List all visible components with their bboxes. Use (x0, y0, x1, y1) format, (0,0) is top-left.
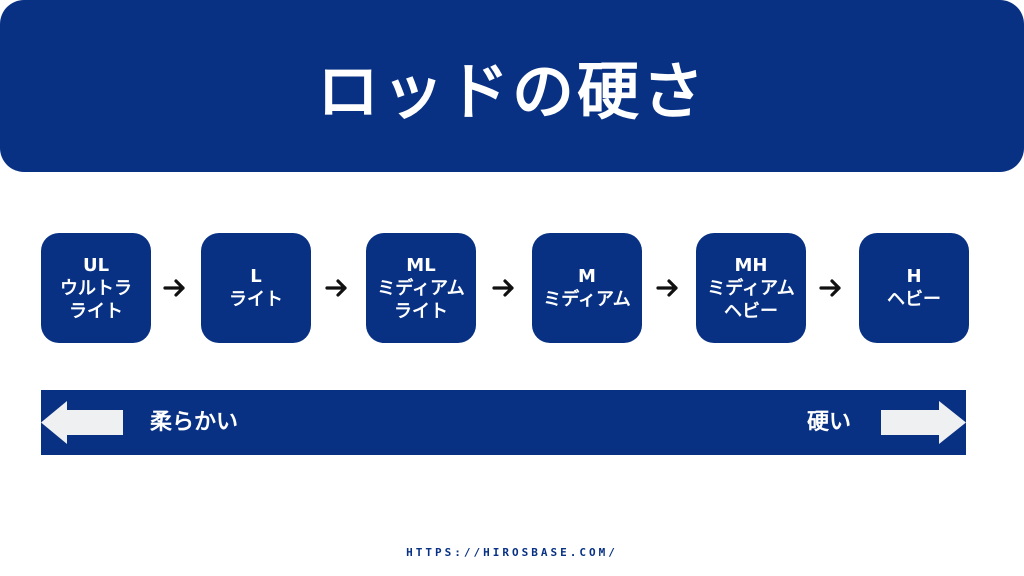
box-label: ミディアム (707, 277, 795, 299)
box-label: ライト (69, 300, 123, 322)
hardness-box-l: L ライト (201, 233, 311, 343)
footer-url[interactable]: HTTPS://HIROSBASE.COM/ (406, 546, 618, 559)
hardness-box-m: M ミディアム (532, 233, 642, 343)
arrow-right-icon (819, 279, 841, 297)
page-title: ロッドの硬さ (316, 55, 707, 128)
box-code: H (906, 266, 922, 287)
hardness-box-mh: MH ミディアム ヘビー (696, 233, 806, 343)
box-code: M (578, 266, 596, 287)
hardness-scale-bar: 柔らかい 硬い (41, 390, 966, 455)
arrow-left-icon (41, 401, 123, 444)
soft-label: 柔らかい (150, 410, 239, 435)
box-label: ライト (229, 289, 283, 310)
title-banner: ロッドの硬さ (0, 0, 1024, 172)
hardness-flow: UL ウルトラ ライト L ライト ML ミディアム ライト M ミディアム M… (0, 233, 1024, 343)
box-label: ミディアム (543, 289, 631, 310)
hard-label: 硬い (807, 410, 852, 435)
box-label: ヘビー (887, 289, 941, 310)
hardness-box-ul: UL ウルトラ ライト (41, 233, 151, 343)
box-label: ヘビー (724, 300, 778, 322)
box-label: ライト (394, 300, 448, 322)
box-code: ML (406, 254, 436, 276)
arrow-right-icon (325, 279, 347, 297)
box-label: ミディアム (377, 277, 465, 299)
box-code: UL (82, 254, 110, 276)
box-code: L (250, 266, 262, 287)
arrow-right-icon (656, 279, 678, 297)
arrow-right-icon (881, 401, 966, 444)
box-label: ウルトラ (60, 277, 132, 299)
box-code: MH (734, 254, 768, 276)
hardness-box-h: H ヘビー (859, 233, 969, 343)
arrow-right-icon (492, 279, 514, 297)
hardness-box-ml: ML ミディアム ライト (366, 233, 476, 343)
arrow-right-icon (163, 279, 185, 297)
